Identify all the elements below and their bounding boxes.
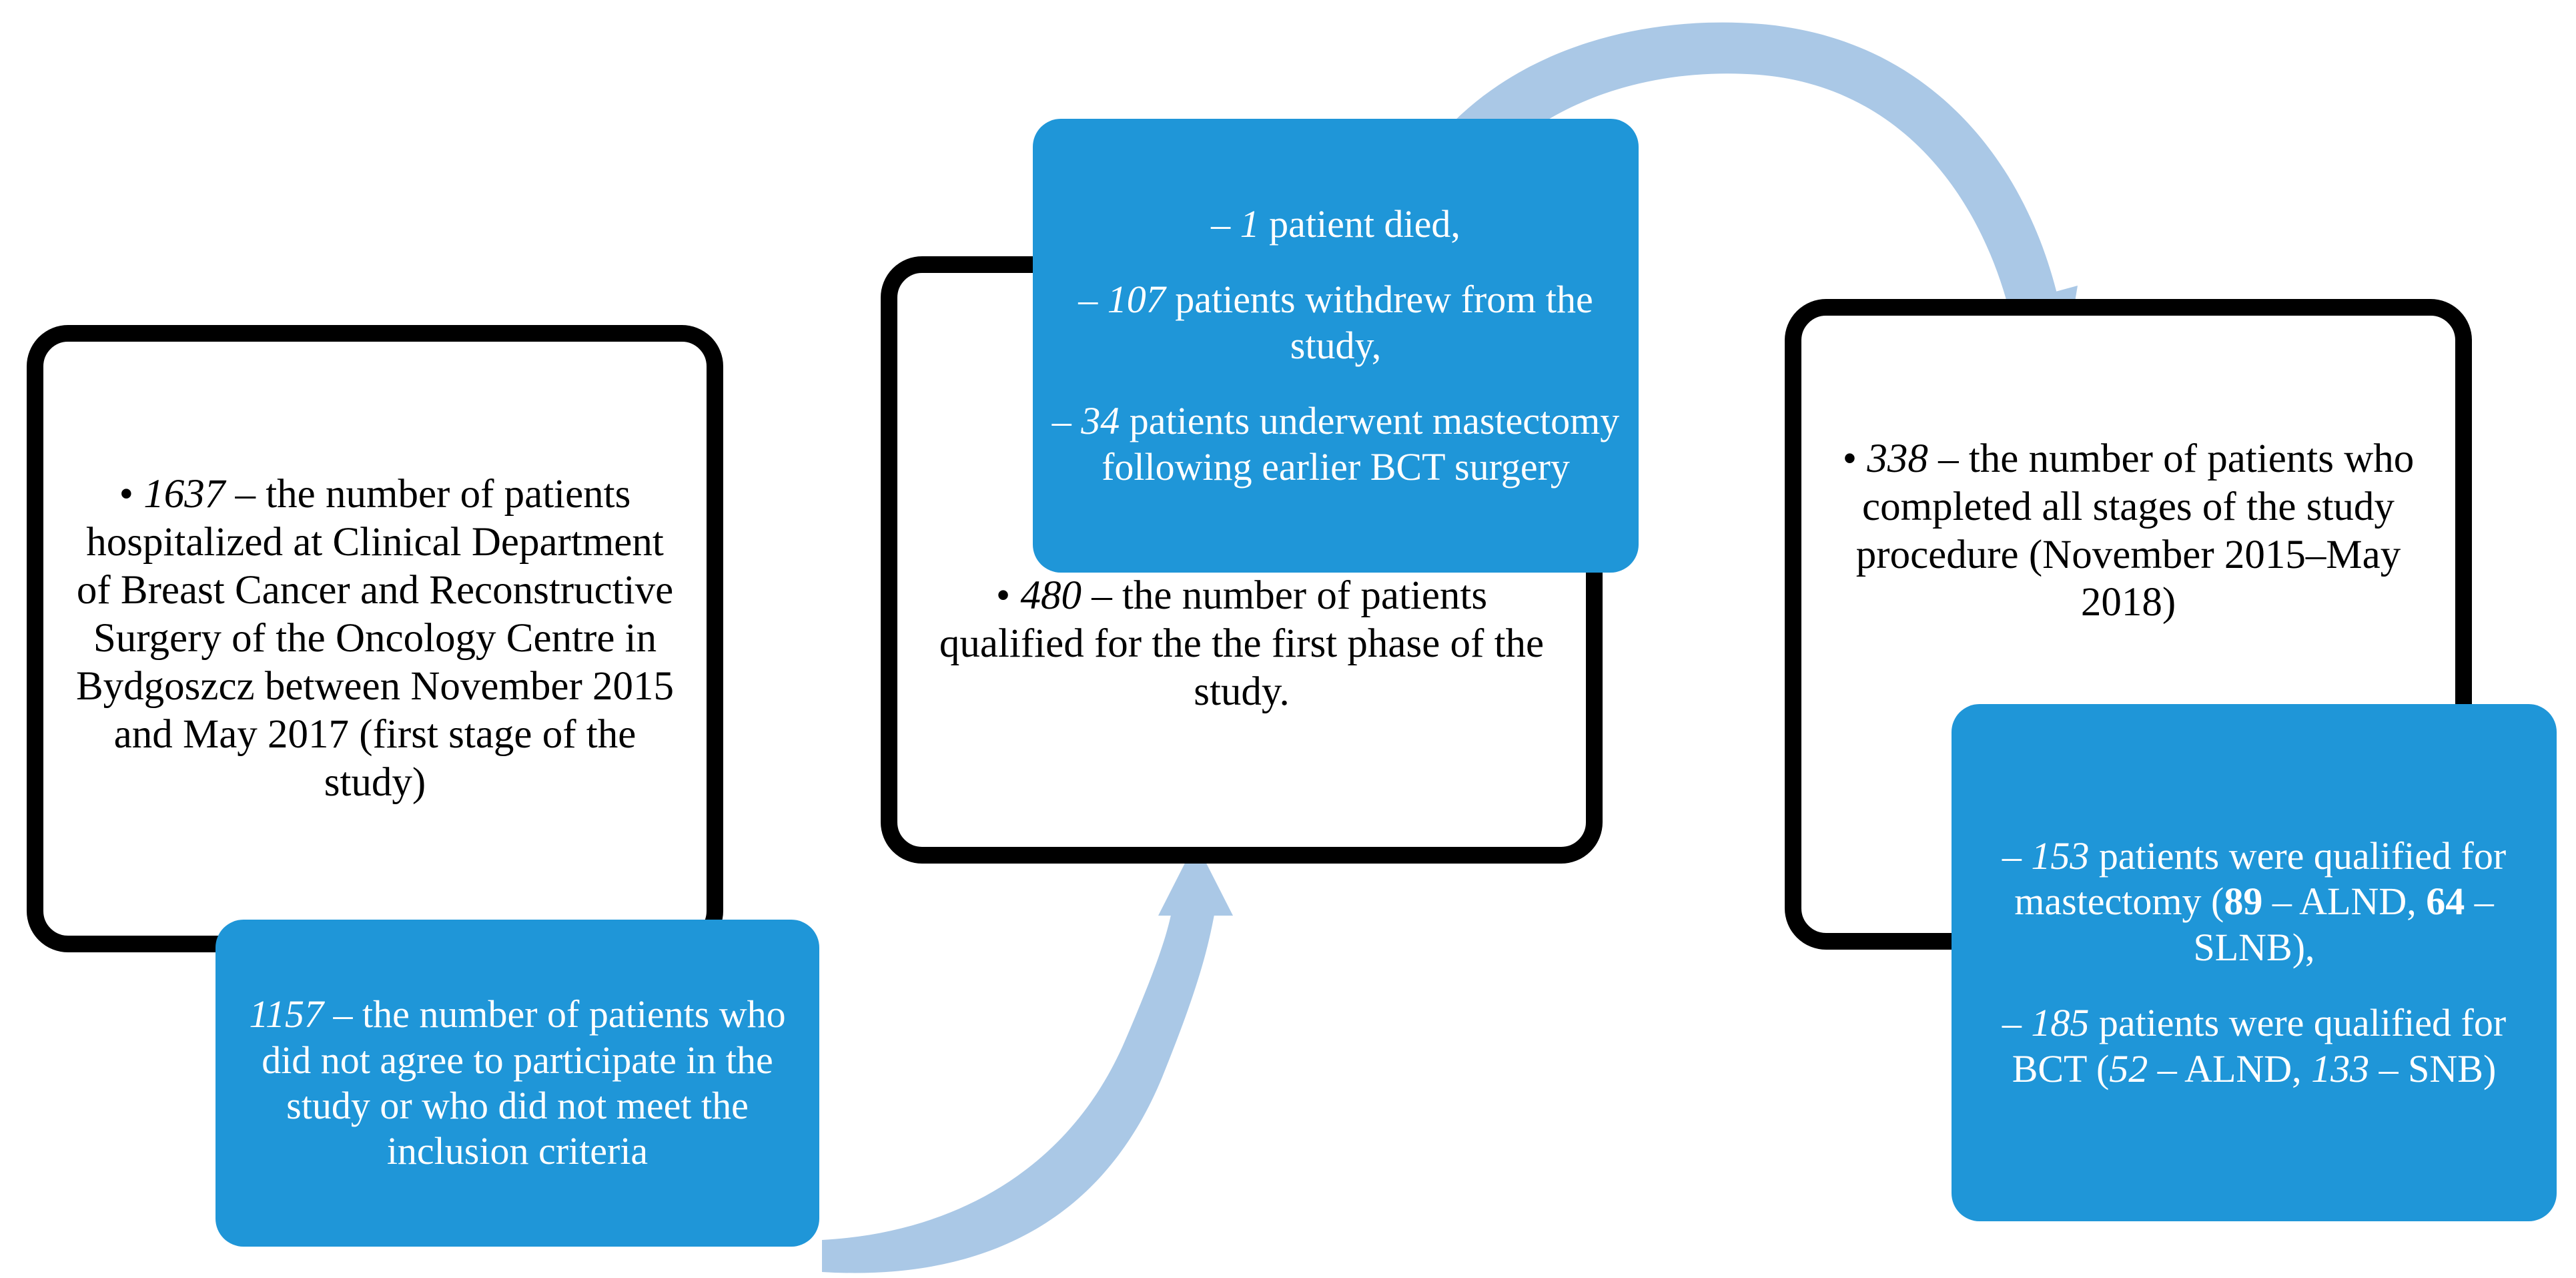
attrition-text: – 1 patient died, – 107 patients withdre… xyxy=(1033,202,1639,491)
attrition-line-mastectomy: – 34 patients underwent mastectomy follo… xyxy=(1045,398,1627,490)
screened-patients-box: • 1637 – the number of patients hospital… xyxy=(27,325,723,952)
mastectomy-count: 153 xyxy=(2031,834,2090,878)
completed-count: 338 xyxy=(1867,436,1928,481)
phase-one-description: – the number of patients qualified for t… xyxy=(939,573,1545,714)
completed-description: – the number of patients who completed a… xyxy=(1855,436,2415,625)
phase-one-count: 480 xyxy=(1020,573,1082,619)
attrition-withdrew-text: patients withdrew from the study, xyxy=(1165,278,1593,367)
bct-snb-count: 133 xyxy=(2311,1046,2370,1090)
bct-text: patients were qualified for BCT ( xyxy=(2012,1001,2507,1090)
attrition-died-text: patient died, xyxy=(1259,202,1460,246)
mastectomy-text: patients were qualified for mastectomy ( xyxy=(2014,834,2507,924)
bct-alnd-count: 52 xyxy=(2109,1046,2148,1090)
screened-description: – the number of patients hospitalized at… xyxy=(75,472,675,805)
attrition-box: – 1 patient died, – 107 patients withdre… xyxy=(1033,119,1639,573)
bct-alnd-text: – ALND, xyxy=(2148,1046,2312,1090)
bct-count: 185 xyxy=(2031,1001,2090,1045)
mastectomy-alnd-text: – ALND, xyxy=(2262,880,2427,924)
dash-marker: – xyxy=(1078,278,1108,322)
attrition-mastectomy-count: 34 xyxy=(1081,399,1120,443)
excluded-count: 1157 xyxy=(249,992,324,1036)
excluded-patients-text: 1157 – the number of patients who did no… xyxy=(216,992,819,1175)
phase-one-qualified-text: • 480 – the number of patients qualified… xyxy=(897,572,1586,716)
dash-marker: – xyxy=(2002,834,2032,878)
mastectomy-alnd-count: 89 xyxy=(2224,880,2263,924)
screened-patients-text: • 1637 – the number of patients hospital… xyxy=(43,470,707,807)
screened-count: 1637 xyxy=(143,472,226,517)
bct-snb-text: – SNB) xyxy=(2369,1046,2497,1090)
bullet-marker: • xyxy=(1842,436,1857,481)
surgical-allocation-box: – 153 patients were qualified for mastec… xyxy=(1952,704,2557,1221)
attrition-withdrew-count: 107 xyxy=(1107,278,1166,322)
allocation-line-bct: – 185 patients were qualified for BCT (5… xyxy=(1974,1000,2534,1092)
attrition-line-died: – 1 patient died, xyxy=(1045,202,1627,247)
excluded-description: – the number of patients who did not agr… xyxy=(262,992,786,1173)
excluded-patients-box: 1157 – the number of patients who did no… xyxy=(216,920,819,1247)
bullet-marker: • xyxy=(995,573,1011,619)
bullet-marker: • xyxy=(119,472,133,517)
dash-marker: – xyxy=(2002,1001,2032,1045)
arrow-excluded-to-phase1 xyxy=(822,842,1233,1273)
allocation-line-mastectomy: – 153 patients were qualified for mastec… xyxy=(1974,834,2534,970)
attrition-mastectomy-text: patients underwent mastectomy following … xyxy=(1102,399,1620,489)
attrition-line-withdrew: – 107 patients withdrew from the study, xyxy=(1045,277,1627,368)
surgical-allocation-text: – 153 patients were qualified for mastec… xyxy=(1952,834,2557,1092)
dash-marker: – xyxy=(1211,202,1240,246)
completed-study-text: • 338 – the number of patients who compl… xyxy=(1801,435,2455,627)
dash-marker: – xyxy=(1051,399,1082,443)
mastectomy-slnb-count: 64 xyxy=(2426,880,2465,924)
mastectomy-slnb-text: – SLNB), xyxy=(2193,880,2494,969)
attrition-died-count: 1 xyxy=(1240,202,1260,246)
